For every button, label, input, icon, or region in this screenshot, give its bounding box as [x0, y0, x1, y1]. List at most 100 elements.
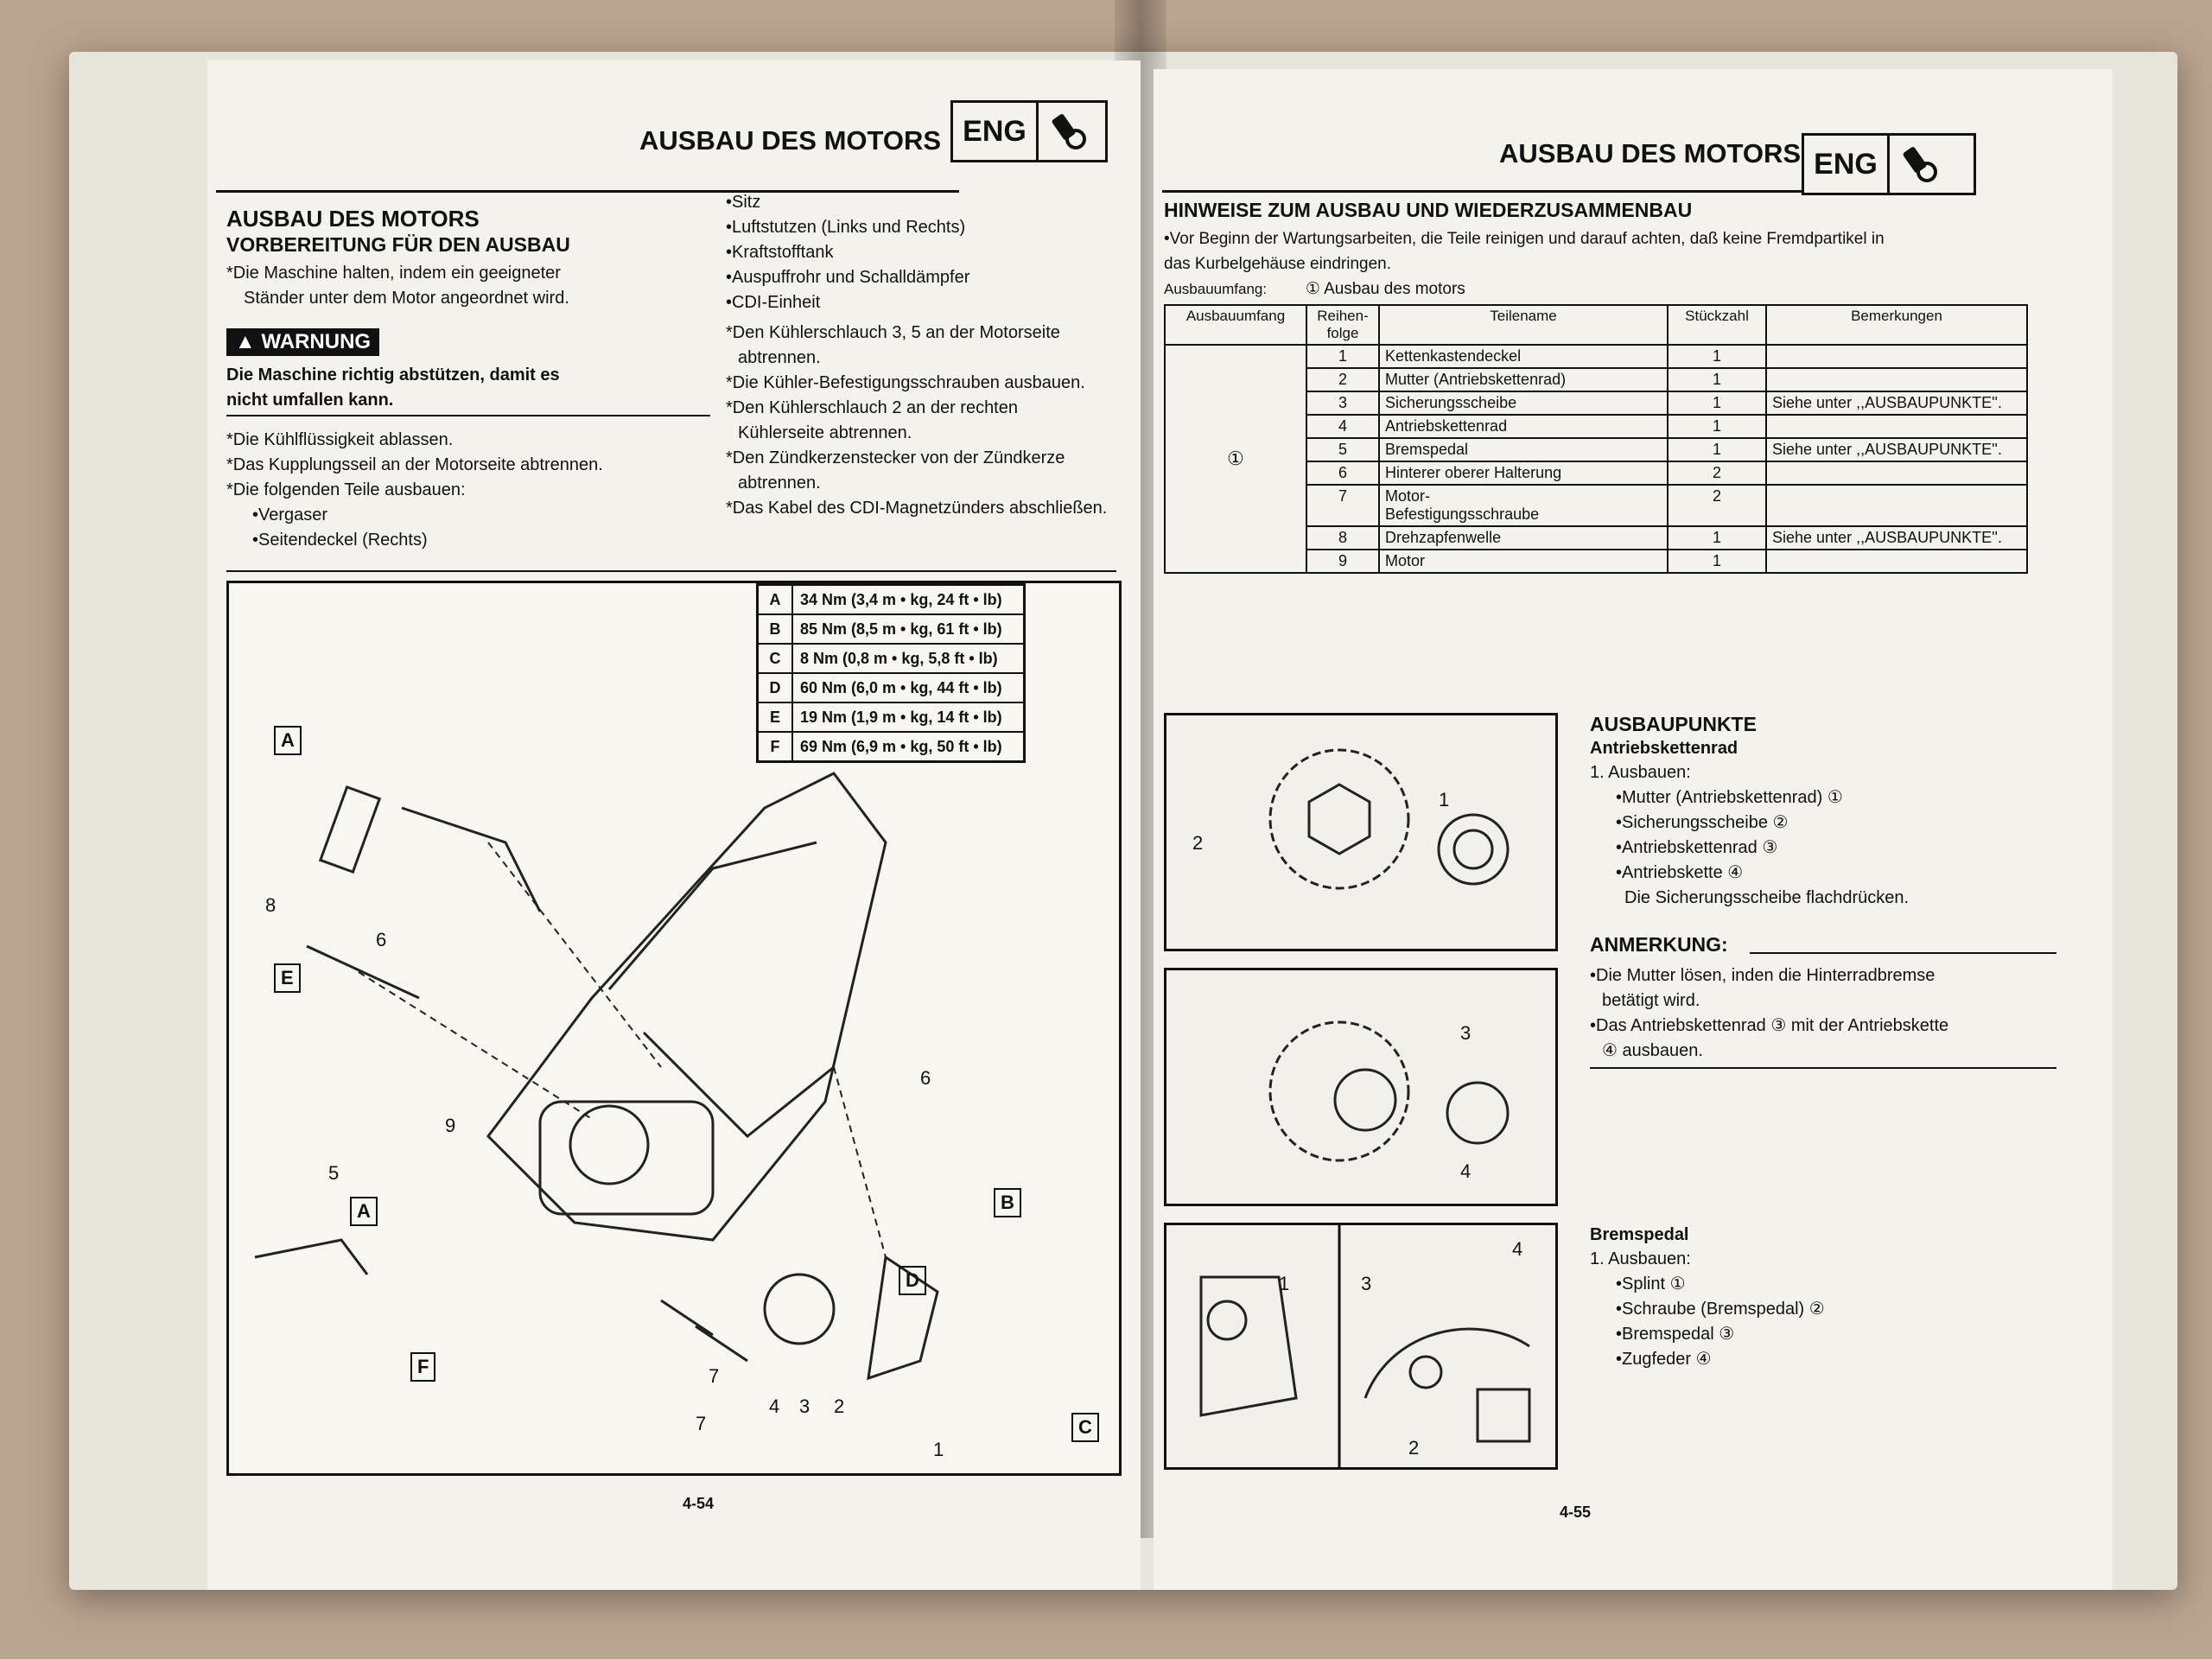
parts-cell-n: 3 [1306, 391, 1380, 416]
torque-value: 69 Nm (6,9 m • kg, 50 ft • lb) [791, 731, 1026, 763]
step-line: *Die Kühlflüssigkeit ablassen. [226, 430, 454, 449]
right-header-box: ENG [1802, 133, 1976, 195]
section-rule [226, 570, 1116, 572]
parts-cell-qty: 1 [1667, 437, 1767, 462]
torque-letter: E [756, 702, 793, 733]
photo-callout: 1 [1279, 1273, 1290, 1294]
photo-callout: 2 [1408, 1437, 1420, 1459]
parts-cell-n: 5 [1306, 437, 1380, 462]
note-line: betätigt wird. [1602, 991, 1700, 1010]
photo-callout: 3 [1460, 1022, 1471, 1044]
col2-line: abtrennen. [738, 474, 821, 493]
warning-icon: ▲ [235, 330, 256, 353]
points-title: AUSBAUPUNKTE [1590, 713, 1757, 735]
note-rule-bottom [1590, 1067, 2056, 1069]
photo-callout: 1 [1439, 789, 1450, 810]
left-header-box: ENG [950, 100, 1108, 162]
torque-letter: B [756, 613, 793, 645]
col-order: Reihen- folge [1306, 304, 1380, 346]
brake-steps: 1. Ausbauen: •Splint ① •Schraube (Bremsp… [1590, 1247, 2039, 1372]
col-part: Teilename [1378, 304, 1669, 346]
step-line: •Splint ① [1616, 1274, 1686, 1294]
parts-cell-name: Hinterer oberer Halterung [1378, 461, 1669, 486]
torque-callout-a: A [274, 726, 302, 755]
parts-cell-rem [1765, 549, 2028, 574]
step-line: *Die folgenden Teile ausbauen: [226, 480, 466, 499]
parts-cell-n: 7 [1306, 484, 1380, 527]
col2-line: Kühlerseite abtrennen. [738, 423, 912, 442]
torque-letter: C [756, 643, 793, 674]
parts-cell-qty: 1 [1667, 367, 1767, 392]
part-callout: 7 [696, 1413, 707, 1434]
prep-line: *Die Maschine halten, indem ein geeignet… [226, 264, 561, 283]
part-callout: 5 [328, 1162, 340, 1184]
warning-line: nicht umfallen kann. [226, 391, 394, 410]
parts-cell-qty: 2 [1667, 461, 1767, 486]
col2-line: •Auspuffrohr und Schalldämpfer [726, 268, 970, 287]
parts-cell-n: 1 [1306, 344, 1380, 369]
parts-cell-rem [1765, 344, 2028, 369]
col2-line: •Sitz [726, 193, 761, 212]
scope-line: Ausbauumfang: ① Ausbau des motors [1164, 276, 1465, 302]
torque-value: 34 Nm (3,4 m • kg, 24 ft • lb) [791, 583, 1026, 615]
warning-text: Die Maschine richtig abstützen, damit es… [226, 363, 710, 413]
torque-letter: D [756, 672, 793, 703]
left-page: AUSBAU DES MOTORS ENG AUSBAU DES MOTORS … [207, 60, 1141, 1590]
step-line: •Zugfeder ④ [1616, 1350, 1712, 1369]
right-section-title: HINWEISE ZUM AUSBAU UND WIEDERZUSAMMENBA… [1164, 199, 1693, 221]
parts-cell-n: 4 [1306, 414, 1380, 439]
torque-callout-c: C [1071, 1413, 1099, 1442]
parts-cell-qty: 1 [1667, 525, 1767, 550]
col2-line: *Das Kabel des CDI-Magnetzünders abschli… [726, 499, 1108, 518]
parts-cell-name: Sicherungsscheibe [1378, 391, 1669, 416]
right-eng-tag: ENG [1804, 136, 1890, 193]
warning-badge: ▲ WARNUNG [226, 328, 380, 356]
note-line: •Das Antriebskettenrad ③ mit der Antrieb… [1590, 1016, 1949, 1035]
col2-line: *Die Kühler-Befestigungsschrauben ausbau… [726, 373, 1085, 392]
note-rule-top [1750, 952, 2056, 954]
brake-drawing [1199, 1225, 1531, 1467]
left-eng-tag: ENG [953, 103, 1039, 160]
wrench-engine-icon [1039, 103, 1104, 160]
chain-drawing [1268, 1020, 1510, 1162]
parts-cell-rem [1765, 484, 2028, 527]
torque-callout-b: B [994, 1188, 1021, 1217]
step-line: •Mutter (Antriebskettenrad) ① [1616, 788, 1843, 807]
note-line: •Die Mutter lösen, inden die Hinterradbr… [1590, 966, 1936, 985]
left-page-number: 4-54 [683, 1495, 715, 1512]
part-callout: 4 [769, 1395, 780, 1417]
step-line: •Antriebskettenrad ③ [1616, 838, 1778, 857]
parts-cell-name: Mutter (Antriebskettenrad) [1378, 367, 1669, 392]
sprocket-drawing [1268, 748, 1510, 890]
torque-value: 85 Nm (8,5 m • kg, 61 ft • lb) [791, 613, 1026, 645]
parts-cell-rem: Siehe unter ,,AUSBAUPUNKTE''. [1765, 525, 2028, 550]
prep-list: *Die Maschine halten, indem ein geeignet… [226, 261, 641, 311]
note-line: ④ ausbauen. [1602, 1041, 1703, 1060]
note-title: ANMERKUNG: [1590, 933, 1728, 956]
parts-cell-name: Bremspedal [1378, 437, 1669, 462]
col2-line: •CDI-Einheit [726, 293, 821, 312]
wrench-engine-icon [1890, 136, 1955, 193]
sprocket-title: Antriebskettenrad [1590, 739, 1738, 758]
col2-line: •Kraftstofftank [726, 243, 834, 262]
parts-cell-qty: 1 [1667, 391, 1767, 416]
right-intro: •Vor Beginn der Wartungsarbeiten, die Te… [1164, 226, 2088, 276]
parts-cell-n: 9 [1306, 549, 1380, 574]
parts-cell-n: 2 [1306, 367, 1380, 392]
parts-cell-n: 8 [1306, 525, 1380, 550]
torque-letter: A [756, 583, 793, 615]
scope-label: Ausbauumfang: [1164, 281, 1268, 297]
photo-callout: 3 [1361, 1273, 1372, 1294]
right-page-number: 4-55 [1560, 1503, 1592, 1521]
